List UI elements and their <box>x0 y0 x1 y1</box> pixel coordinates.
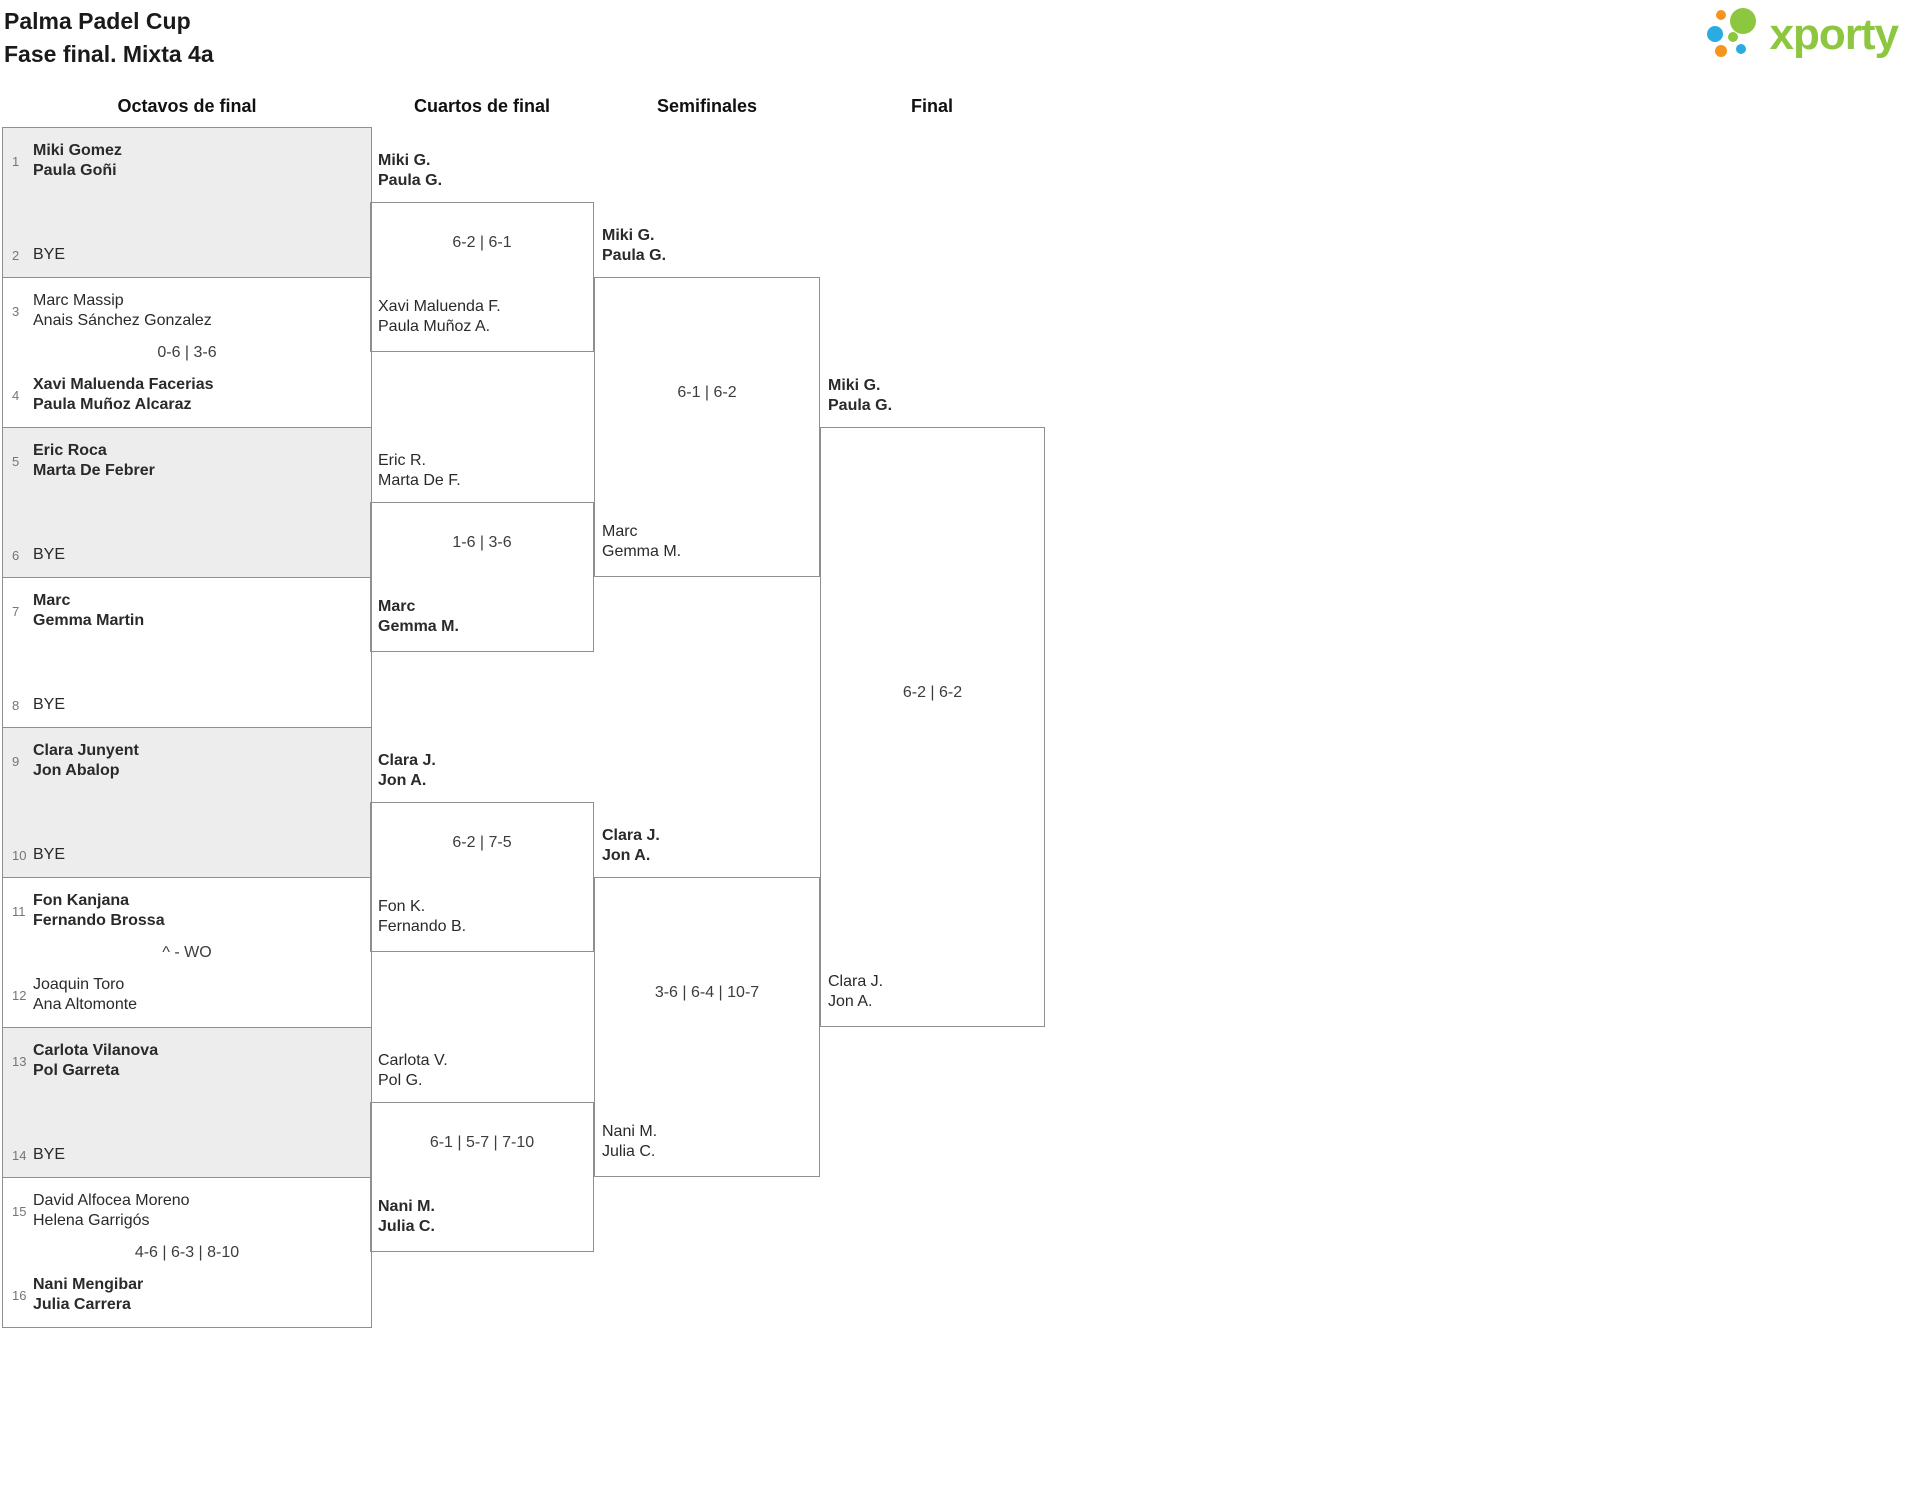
seed-number: 9 <box>12 753 20 769</box>
seed-number: 3 <box>12 303 20 319</box>
seed-number: 6 <box>12 547 20 563</box>
team-names: BYE <box>33 546 66 563</box>
team-label-bottom: Xavi Maluenda F.Paula Muñoz A. <box>378 298 501 335</box>
round-header-final: Final <box>910 96 954 116</box>
match-qf-3: Clara J.Jon A. 6-2 | 7-5 Fon K.Fernando … <box>370 752 594 952</box>
seed-number: 4 <box>12 387 20 403</box>
seed-number: 10 <box>12 847 27 863</box>
round-header-octavos: Octavos de final <box>117 96 257 116</box>
page-subtitle: Fase final. Mixta 4a <box>4 41 214 67</box>
match-score: 4-6 | 6-3 | 8-10 <box>134 1244 240 1261</box>
team-label-top: Clara J.Jon A. <box>378 752 436 789</box>
seed-number: 13 <box>12 1053 27 1069</box>
seed-number: 8 <box>12 697 20 713</box>
round-header-semifinales: Semifinales <box>656 96 758 116</box>
team-entry-bottom: 10 BYE <box>9 845 365 865</box>
team-label-top: Miki G.Paula G. <box>378 152 443 189</box>
match-qf-1: Miki G.Paula G. 6-2 | 6-1 Xavi Maluenda … <box>370 152 594 352</box>
team-entry-bottom: 8 BYE <box>9 695 365 715</box>
round-header-cuartos: Cuartos de final <box>413 96 551 116</box>
team-names: BYE <box>33 246 66 263</box>
seed-number: 5 <box>12 453 20 469</box>
team-label-top: Clara J.Jon A. <box>602 827 660 864</box>
team-label-bottom: Nani M.Julia C. <box>602 1123 658 1160</box>
seed-number: 1 <box>12 153 20 169</box>
team-label-bottom: Clara J.Jon A. <box>828 973 884 1010</box>
seed-number: 11 <box>12 903 26 919</box>
team-names: BYE <box>33 846 66 863</box>
team-names: BYE <box>33 1146 66 1163</box>
team-label-top: Miki G.Paula G. <box>602 227 667 264</box>
match-score: 1-6 | 3-6 <box>452 534 512 551</box>
team-label-top: Carlota V.Pol G. <box>378 1052 448 1089</box>
xporty-logo-text: xporty <box>1769 10 1899 59</box>
team-entry-bottom: 14 BYE <box>9 1145 365 1165</box>
team-names: BYE <box>33 696 66 713</box>
xporty-logo-icon <box>1706 8 1756 57</box>
match-score: 6-2 | 6-2 <box>902 684 963 701</box>
team-label-bottom: Nani M.Julia C. <box>378 1198 435 1235</box>
match-score: 6-2 | 7-5 <box>452 834 512 851</box>
match-qf-4: Carlota V.Pol G. 6-1 | 5-7 | 7-10 Nani M… <box>370 1052 594 1252</box>
seed-number: 2 <box>12 247 20 263</box>
page-title: Palma Padel Cup <box>4 8 191 34</box>
match-score: ^ - WO <box>162 944 212 961</box>
team-label-top: Eric R.Marta De F. <box>378 452 461 489</box>
match-final: Miki G.Paula G. 6-2 | 6-2 Clara J.Jon A. <box>820 377 1045 1027</box>
team-label-top: Miki G.Paula G. <box>828 377 893 414</box>
xporty-logo[interactable]: xporty <box>1704 6 1899 64</box>
seed-number: 7 <box>12 603 20 619</box>
seed-number: 15 <box>12 1203 27 1219</box>
seed-number: 12 <box>12 987 27 1003</box>
match-score: 6-1 | 6-2 <box>677 384 737 401</box>
match-sf-2: Clara J.Jon A. 3-6 | 6-4 | 10-7 Nani M.J… <box>594 827 820 1177</box>
team-label-bottom: Fon K.Fernando B. <box>378 898 467 935</box>
match-score: 6-1 | 5-7 | 7-10 <box>429 1134 535 1151</box>
team-entry-bottom: 2 BYE <box>9 245 365 265</box>
seed-number: 16 <box>12 1287 27 1303</box>
header: Palma Padel Cup Fase final. Mixta 4a <box>4 5 214 71</box>
match-score: 0-6 | 3-6 <box>157 344 217 361</box>
seed-number: 14 <box>12 1147 27 1163</box>
match-score: 6-2 | 6-1 <box>452 234 512 251</box>
team-entry-bottom: 6 BYE <box>9 545 365 565</box>
match-score: 3-6 | 6-4 | 10-7 <box>654 984 760 1001</box>
